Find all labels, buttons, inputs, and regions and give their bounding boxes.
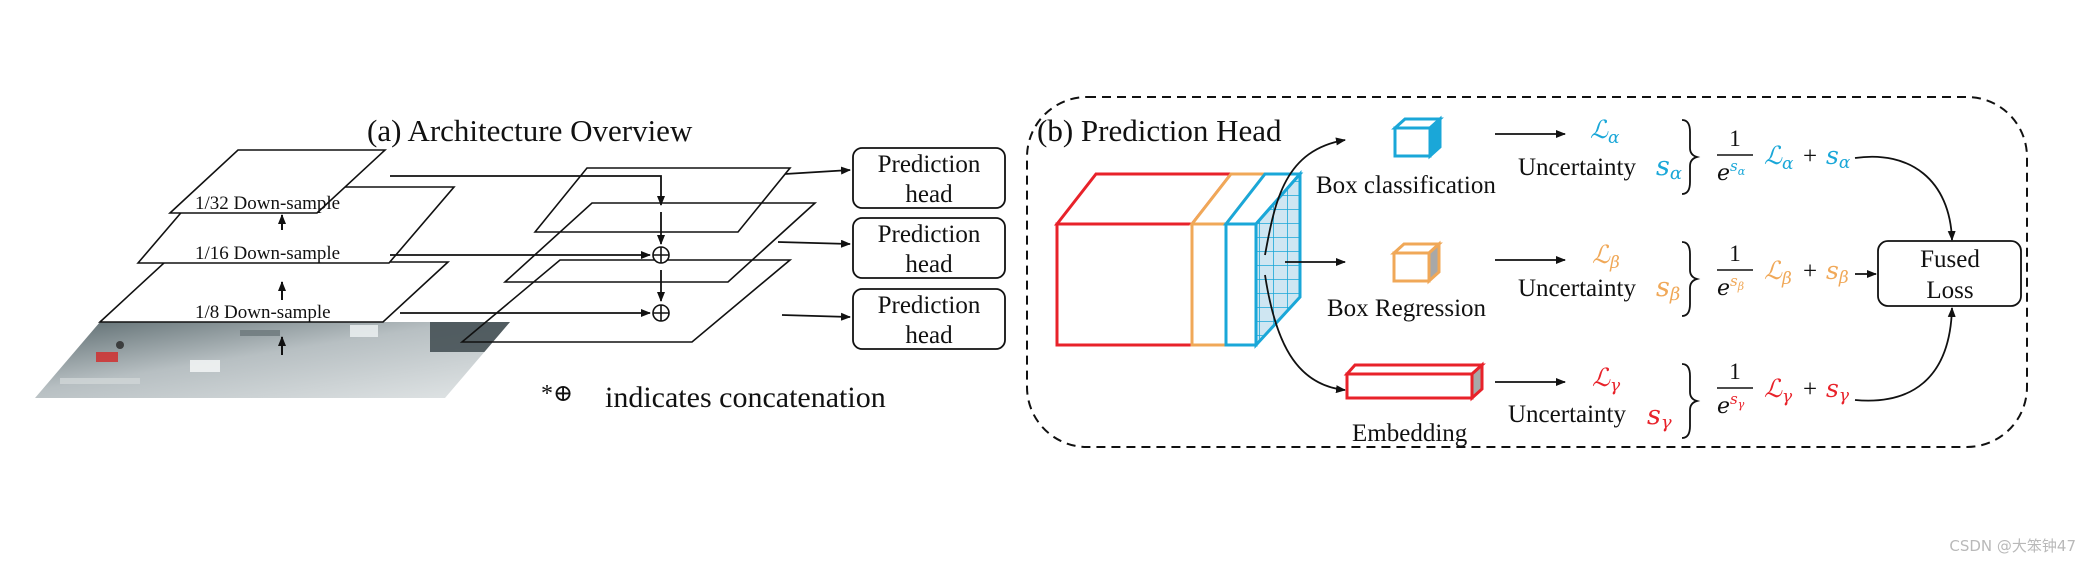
- prediction-head-3: Prediction head: [852, 288, 1006, 350]
- prediction-head-1: Prediction head: [852, 147, 1006, 209]
- layer-label-1-32: 1/32 Down-sample: [195, 193, 340, 214]
- layer-1-8: [97, 261, 451, 323]
- brace-beta: [1681, 241, 1701, 317]
- panel-a: (a) Architecture Overview 1/32 Down-samp…: [35, 113, 1006, 414]
- loss-symbol-beta: ℒβ: [1592, 240, 1620, 273]
- formula-alpha-loss: ℒα: [1764, 141, 1794, 174]
- formula-beta-plus: +: [1803, 258, 1817, 285]
- loss-symbol-alpha: ℒα: [1590, 115, 1620, 148]
- formula-gamma-s: sγ: [1826, 374, 1850, 406]
- feature-block-blue: [1222, 170, 1304, 349]
- concat-legend-text: indicates concatenation: [605, 381, 886, 414]
- watermark: CSDN @大笨钟47: [1949, 537, 2076, 555]
- formula-gamma-denominator: esγ: [1717, 390, 1745, 419]
- cube-regression: [1390, 240, 1443, 285]
- formula-alpha-numerator: 1: [1729, 126, 1741, 151]
- concat-node-2: [652, 304, 670, 322]
- prediction-head-1-line1: Prediction: [878, 151, 981, 178]
- branch-arrow-embedding: [1264, 274, 1346, 394]
- fused-plane-bottom: [459, 259, 793, 343]
- prediction-head-1-line2: head: [905, 181, 953, 208]
- formula-gamma: 1 esγ ℒγ + sγ: [1717, 359, 1850, 419]
- to-head-1: [784, 166, 851, 175]
- formula-gamma-numerator: 1: [1729, 359, 1741, 384]
- concat-node-1: [652, 246, 670, 264]
- fused-plane-top: [533, 167, 792, 233]
- prediction-head-2-line1: Prediction: [878, 221, 981, 248]
- panel-b-border: [1026, 96, 2028, 448]
- formula-beta: 1 esβ ℒβ + sβ: [1717, 241, 1849, 301]
- cube-classification: [1391, 115, 1444, 160]
- uncertainty-label-gamma: Uncertainty: [1508, 401, 1627, 428]
- concat-legend-symbol: *⊕: [541, 381, 573, 407]
- formula-gamma-plus: +: [1803, 376, 1817, 403]
- uncertainty-label-alpha: Uncertainty: [1518, 154, 1637, 181]
- formula-alpha: 1 esα ℒα + sα: [1717, 126, 1851, 186]
- layer-label-1-8: 1/8 Down-sample: [195, 302, 331, 323]
- prediction-head-3-line2: head: [905, 322, 953, 349]
- layer-label-1-16: 1/16 Down-sample: [195, 243, 340, 264]
- uncertainty-s-alpha: sα: [1656, 151, 1682, 184]
- fused-plane-mid: [502, 202, 818, 283]
- panel-b: (b) Prediction Head: [1026, 96, 2028, 448]
- prediction-head-2: Prediction head: [852, 217, 1006, 279]
- brace-alpha: [1681, 119, 1701, 195]
- to-head-3: [781, 312, 851, 321]
- uncertainty-s-beta: sβ: [1656, 272, 1680, 305]
- fuse-arrow-gamma: [1854, 307, 1956, 402]
- fused-loss-box: Fused Loss: [1877, 240, 2022, 307]
- fused-loss-line1: Fused: [1920, 246, 1980, 273]
- formula-beta-s: sβ: [1826, 256, 1849, 288]
- branch-name-classification: Box classification: [1316, 172, 1496, 199]
- loss-symbol-gamma: ℒγ: [1592, 363, 1621, 396]
- bar-embedding: [1343, 361, 1486, 402]
- link-32: [390, 175, 665, 206]
- branch-name-regression: Box Regression: [1327, 295, 1487, 322]
- formula-gamma-loss: ℒγ: [1764, 374, 1793, 407]
- branch-name-embedding: Embedding: [1352, 420, 1468, 447]
- formula-beta-denominator: esβ: [1717, 272, 1744, 301]
- uncertainty-label-beta: Uncertainty: [1518, 275, 1637, 302]
- formula-alpha-denominator: esα: [1717, 157, 1746, 186]
- panel-b-title: (b) Prediction Head: [1037, 113, 1282, 148]
- brace-gamma: [1681, 363, 1701, 439]
- layer-1-32: [167, 149, 388, 214]
- to-head-2: [777, 239, 851, 248]
- prediction-head-3-line1: Prediction: [878, 292, 981, 319]
- fuse-arrow-alpha: [1854, 155, 1956, 241]
- formula-alpha-s: sα: [1826, 141, 1851, 173]
- fused-loss-line2: Loss: [1926, 277, 1973, 304]
- panel-a-title: (a) Architecture Overview: [367, 113, 693, 148]
- branch-arrow-classification: [1264, 137, 1346, 256]
- formula-beta-loss: ℒβ: [1764, 256, 1792, 289]
- uncertainty-s-gamma: sγ: [1647, 400, 1672, 433]
- formula-alpha-plus: +: [1803, 143, 1817, 170]
- formula-beta-numerator: 1: [1729, 241, 1741, 266]
- prediction-head-2-line2: head: [905, 251, 953, 278]
